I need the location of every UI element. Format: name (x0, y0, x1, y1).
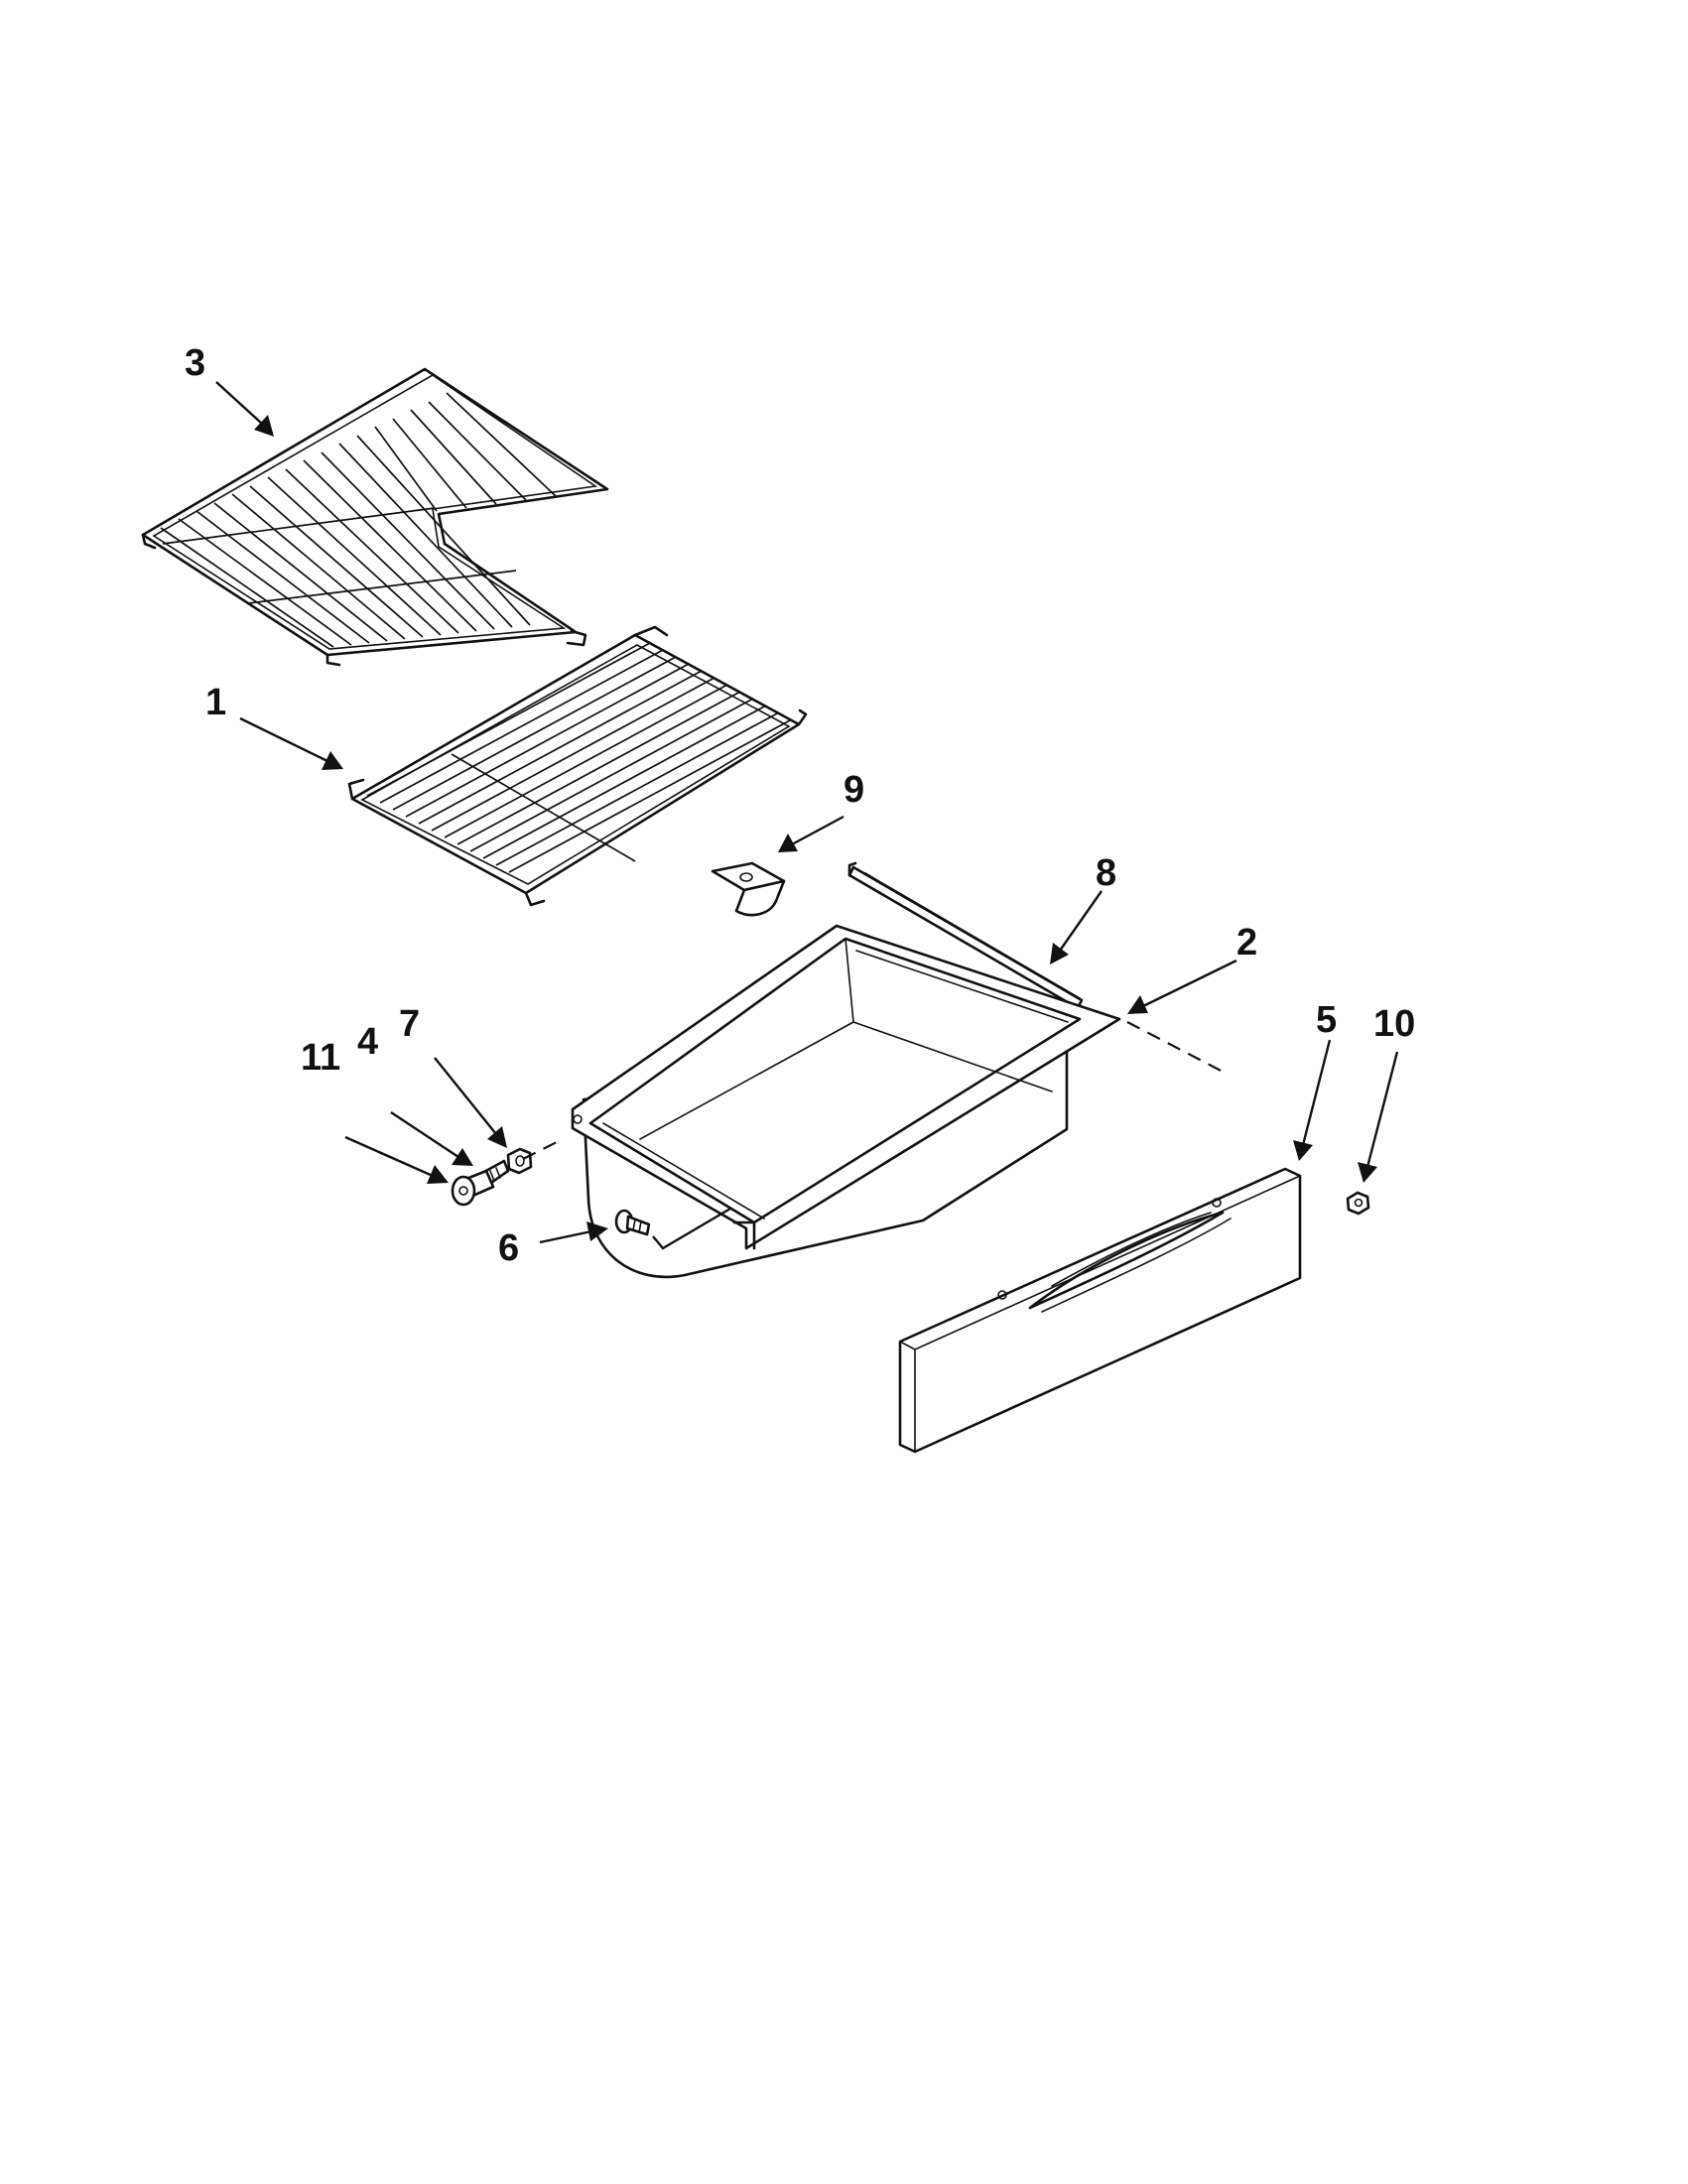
drawer (571, 924, 1121, 1279)
callout-1: 1 (205, 682, 226, 723)
callout-2: 2 (1236, 922, 1257, 964)
callout-4: 4 (357, 1021, 378, 1063)
callout-11: 11 (301, 1037, 340, 1079)
callout-3: 3 (185, 342, 205, 384)
callout-7: 7 (399, 1003, 420, 1045)
spacer (506, 1147, 533, 1175)
rack-lower (347, 625, 808, 907)
assembly-lines (522, 1021, 1230, 1250)
callout-5: 5 (1316, 999, 1337, 1041)
callout-9: 9 (844, 769, 864, 811)
leader-arrows (215, 381, 1399, 1244)
bracket (711, 861, 786, 917)
callout-8: 8 (1096, 852, 1116, 894)
hex-nut (1346, 1191, 1370, 1216)
rack-with-cutout (141, 367, 609, 667)
screw (614, 1209, 651, 1236)
callout-6: 6 (498, 1227, 519, 1269)
knob (451, 1169, 495, 1207)
callout-labels: 3 1 9 8 2 5 10 7 4 11 6 (185, 342, 1415, 1269)
callout-10: 10 (1373, 1003, 1415, 1045)
drawer-front-panel (898, 1167, 1302, 1454)
